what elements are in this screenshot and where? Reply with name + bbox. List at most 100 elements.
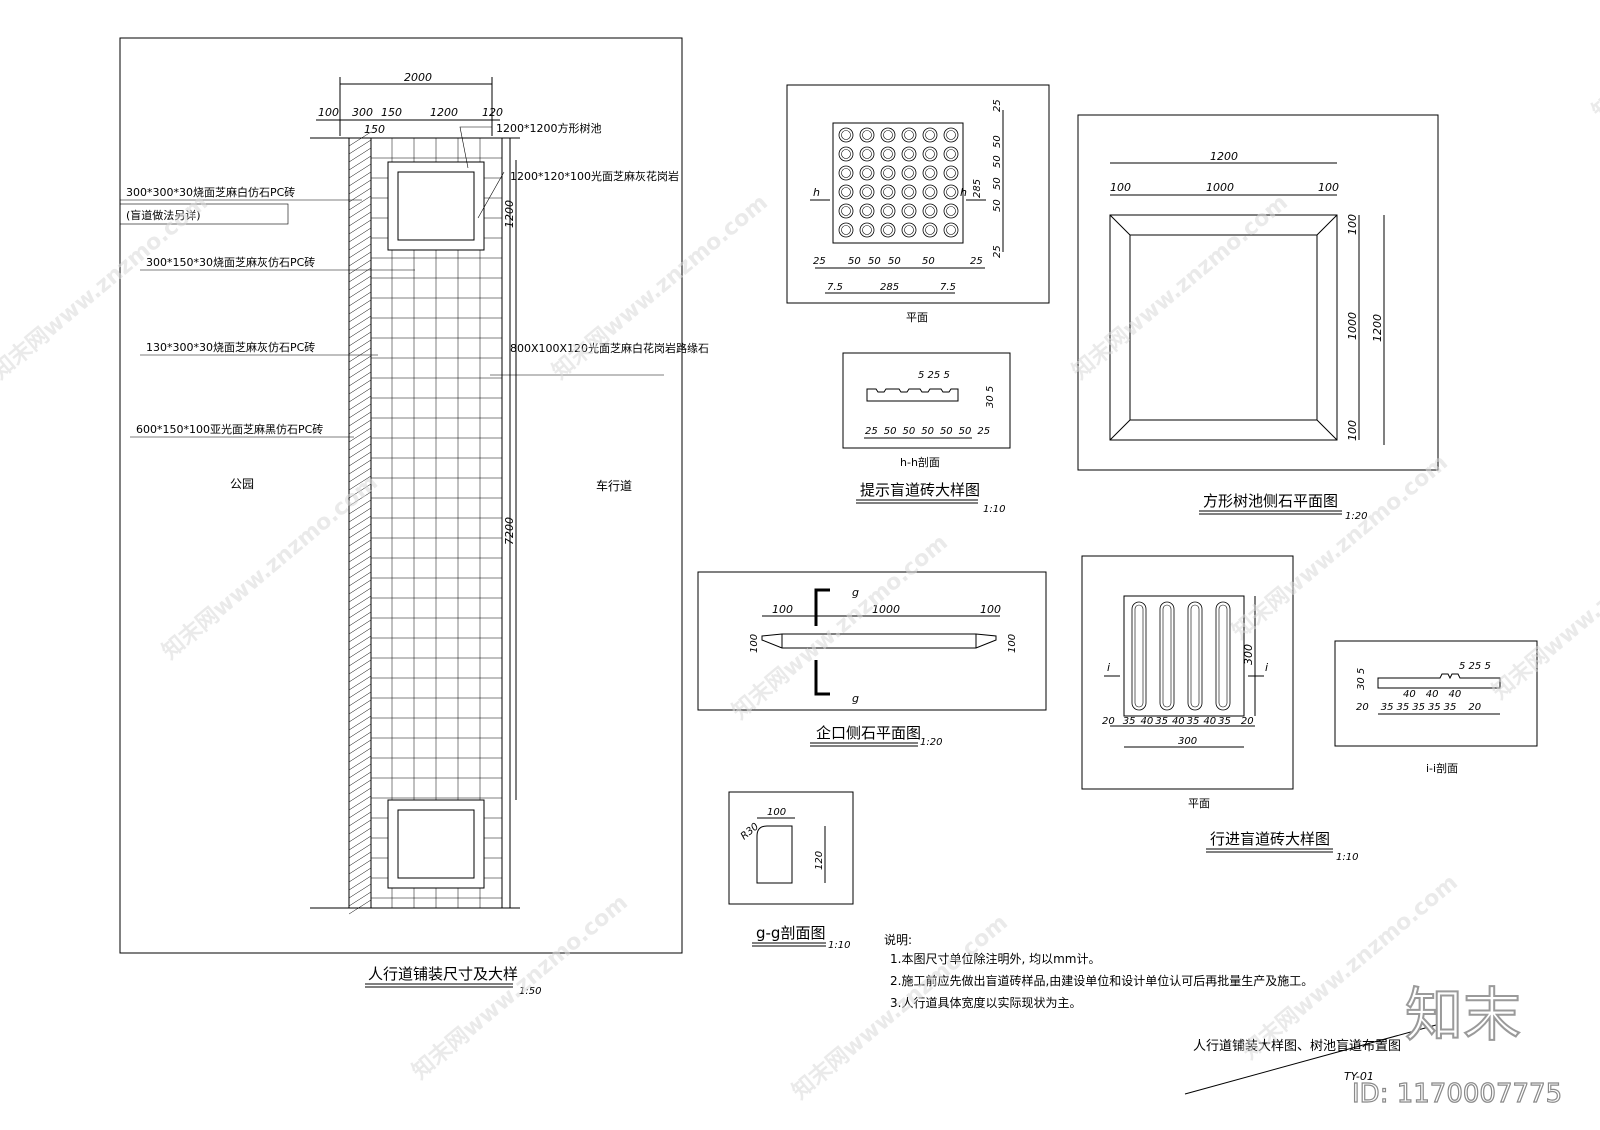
tactile-dot-inner (925, 130, 935, 140)
tactile-dot-outer (859, 203, 875, 219)
hatch-line (348, 355, 372, 371)
hatch-line (348, 827, 372, 843)
dim-r-25a: 25 (992, 99, 1003, 112)
hatch-line (348, 795, 372, 811)
hatch-line (348, 307, 372, 323)
dim-1200: 1200 (430, 106, 458, 119)
hatch-line (348, 443, 372, 459)
guide-section-top: 5 25 5 (1459, 661, 1491, 672)
tactile-dot-inner (904, 149, 914, 159)
hatch-line (348, 859, 372, 875)
scale-guide-tile: 1:10 (1336, 852, 1358, 863)
tactile-dot-inner (862, 187, 872, 197)
hatch-line (348, 579, 372, 595)
hatch-line (348, 243, 372, 259)
hatch-line (348, 163, 372, 179)
hatch-line (348, 395, 372, 411)
warning-section-label: h-h剖面 (900, 455, 940, 469)
dim-300: 300 (352, 106, 373, 119)
tactile-dot-outer (859, 146, 875, 162)
label-brick-grey1: 300*150*30烧面芝麻灰仿石PC砖 (146, 255, 315, 269)
watermark-text: 知末网www.znzmo.com (547, 189, 773, 384)
dim-b-50d: 50 (922, 256, 935, 267)
hatch-line (348, 411, 372, 427)
hatch-line (348, 147, 372, 163)
h-mark-left: h (813, 186, 820, 199)
tactile-dot-outer (901, 165, 917, 181)
hatch-line (348, 779, 372, 795)
hatch-line (348, 299, 372, 315)
hatch-line (348, 627, 372, 643)
tactile-dot-outer (880, 203, 896, 219)
warning-section-profile (866, 388, 959, 402)
hatch-line (348, 723, 372, 739)
tactile-dot-outer (901, 184, 917, 200)
hatch-line (348, 683, 372, 699)
tactile-dot-outer (922, 222, 938, 238)
hatch-line (348, 675, 372, 691)
hatch-line (348, 371, 372, 387)
dim-b-50a: 50 (848, 256, 861, 267)
tree-pit-top-inner (397, 171, 475, 241)
i-mark-right: i (1265, 661, 1268, 674)
guide-section-label: i-i剖面 (1426, 761, 1458, 775)
dim-r-50b: 50 (992, 155, 1003, 168)
tactile-dot-inner (841, 206, 851, 216)
tactile-dot-outer (922, 146, 938, 162)
tp-dim-100-left: 100 (1110, 181, 1131, 194)
tactile-dot-outer (859, 222, 875, 238)
hatch-line (348, 563, 372, 579)
hatch-line (348, 739, 372, 755)
label-park: 公园 (230, 477, 254, 491)
tactile-dot-inner (883, 206, 893, 216)
tp-dim-100-right: 100 (1318, 181, 1339, 194)
tactile-dot-outer (901, 222, 917, 238)
hatch-line (348, 635, 372, 651)
tactile-dot-outer (838, 203, 854, 219)
tactile-dot-outer (880, 146, 896, 162)
label-brick-white: 300*300*30烧面芝麻白仿石PC砖 (126, 185, 295, 199)
watermark-text: 知末网www.znzmo.com (727, 529, 953, 724)
label-brick-white-note: (盲道做法另详) (126, 208, 201, 222)
hatch-line (348, 203, 372, 219)
tactile-dot-inner (841, 225, 851, 235)
guide-section-profile (1377, 673, 1501, 689)
dim-v-7200: 7200 (503, 517, 516, 545)
guide-bar-inner (1162, 604, 1172, 708)
hatch-line (348, 763, 372, 779)
sheet-code: TY-01 (1344, 1070, 1374, 1083)
scale-notch-curb: 1:20 (920, 737, 942, 748)
guide-bar-outer (1215, 601, 1231, 711)
tactile-dot-inner (862, 130, 872, 140)
dim-b-75-left: 7.5 (827, 282, 843, 293)
tactile-dot-outer (922, 184, 938, 200)
hatch-line (348, 339, 372, 355)
label-curb-road: 800X100X120光面芝麻白花岗岩路缘石 (510, 341, 709, 355)
tactile-dot-outer (880, 165, 896, 181)
guide-frame (1081, 555, 1294, 790)
sheet-title-block: 人行道铺装大样图、树池盲道布置图 TY-01 (1184, 1024, 1437, 1095)
hatch-line (348, 211, 372, 227)
tactile-dot-outer (943, 222, 959, 238)
tactile-dot-outer (838, 127, 854, 143)
notch-frame (697, 571, 1047, 711)
tactile-dot-outer (838, 184, 854, 200)
leader-tree-pit (459, 126, 492, 169)
hatch-line (348, 435, 372, 451)
tree-pit-curb-detail: 1200 100 1000 100 100 1000 100 1200 方形树池… (1077, 114, 1439, 522)
warning-plan-frame (786, 84, 1050, 304)
note-box (119, 203, 289, 225)
panel-frame (119, 37, 683, 954)
tactile-dot-outer (901, 127, 917, 143)
dim-150: 150 (381, 106, 402, 119)
sidewalk-paving-panel: 2000 100 300 150 1200 120 150 1200*1200方… (119, 37, 709, 997)
hatch-line (348, 315, 372, 331)
hatch-line (348, 811, 372, 827)
dim-r-25b: 25 (992, 245, 1003, 258)
watermark-text: 知末网www.znzmo.com (1227, 449, 1453, 644)
hatch-line (348, 259, 372, 275)
tactile-dot-inner (925, 225, 935, 235)
hatch-line (348, 227, 372, 243)
